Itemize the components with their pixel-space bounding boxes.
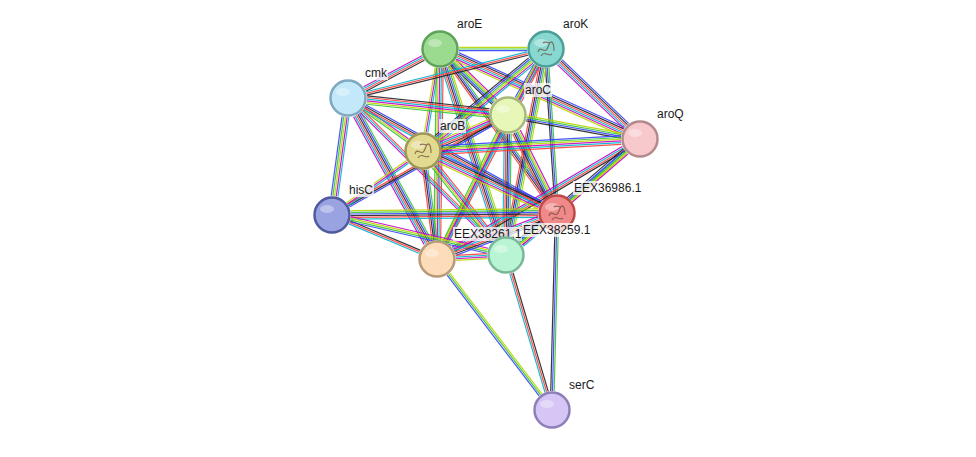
interaction-edge: [331, 116, 349, 196]
node-circle: [418, 240, 456, 278]
evidence-line: [452, 146, 622, 247]
interaction-edge: [551, 232, 558, 391]
evidence-line: [459, 47, 527, 48]
protein-node: hisC: [313, 196, 351, 234]
node-circle: [533, 391, 571, 429]
evidence-line: [331, 116, 342, 195]
node-circle: [329, 79, 367, 117]
evidence-line: [551, 232, 555, 391]
evidence-line: [459, 50, 527, 51]
node-label: EEX38259.1: [522, 223, 591, 237]
evidence-line: [456, 259, 487, 261]
node-circle: [421, 30, 459, 68]
node-label: hisC: [348, 183, 374, 197]
evidence-line: [561, 61, 628, 125]
evidence-line: [527, 119, 622, 136]
protein-node: aroQ: [621, 120, 659, 158]
interaction-edge: [459, 47, 527, 50]
interaction-edge: [557, 60, 628, 129]
evidence-line: [425, 170, 434, 240]
node-label: aroQ: [656, 107, 685, 121]
interaction-edge: [366, 96, 489, 117]
interaction-edge: [439, 119, 492, 146]
evidence-line: [520, 151, 625, 242]
evidence-line: [457, 58, 622, 132]
interaction-edge: [518, 149, 628, 245]
interaction-edge: [510, 273, 548, 393]
evidence-line: [453, 148, 623, 249]
evidence-line: [511, 273, 546, 392]
evidence-line: [347, 161, 407, 203]
evidence-line: [367, 101, 489, 114]
evidence-line: [333, 117, 344, 196]
interaction-edge: [347, 161, 409, 206]
node-label: aroK: [562, 17, 589, 31]
evidence-line: [447, 275, 539, 396]
evidence-line: [527, 118, 622, 135]
evidence-line: [458, 56, 623, 130]
evidence-line: [423, 170, 432, 240]
node-circle: [621, 120, 659, 158]
interaction-edge: [452, 146, 625, 251]
node-circle: [404, 132, 442, 170]
protein-node: aroB: [404, 132, 442, 170]
protein-node: EEX38259.1: [487, 236, 525, 274]
interaction-edge: [442, 136, 622, 154]
protein-node: cmk: [329, 79, 367, 117]
evidence-line: [527, 116, 622, 133]
evidence-line: [510, 274, 545, 393]
evidence-line: [440, 160, 540, 206]
evidence-line: [559, 63, 626, 127]
interaction-edge: [456, 254, 487, 261]
interaction-edge: [438, 155, 541, 209]
node-circle: [487, 236, 525, 274]
interaction-edge: [423, 170, 437, 241]
evidence-line: [560, 62, 627, 126]
evidence-line: [442, 138, 621, 148]
interaction-edge: [348, 123, 493, 207]
evidence-line: [521, 153, 626, 244]
node-circle: [313, 196, 351, 234]
interaction-edge: [526, 116, 622, 138]
protein-node: serC: [533, 391, 571, 429]
interaction-edge: [435, 58, 534, 142]
evidence-line: [449, 274, 541, 395]
evidence-line: [526, 121, 621, 138]
node-label: serC: [568, 378, 595, 392]
node-label: EEX36986.1: [573, 181, 642, 195]
evidence-line: [459, 48, 527, 49]
evidence-line: [557, 65, 624, 129]
node-label: aroC: [524, 83, 552, 97]
protein-node: EEX38261.1: [418, 240, 456, 278]
evidence-line: [513, 273, 548, 392]
node-label: aroE: [456, 17, 483, 31]
interaction-edge: [351, 209, 538, 219]
evidence-line: [351, 217, 538, 219]
node-circle: [527, 30, 565, 68]
evidence-line: [442, 136, 621, 146]
evidence-line: [367, 103, 489, 116]
node-circle: [489, 96, 527, 134]
protein-node: aroE: [421, 30, 459, 68]
evidence-line: [348, 162, 408, 204]
evidence-line: [562, 60, 629, 124]
protein-node: aroC: [489, 96, 527, 134]
node-label: cmk: [364, 66, 388, 80]
evidence-line: [349, 163, 409, 205]
interaction-edge: [364, 56, 425, 92]
protein-node: aroK: [527, 30, 565, 68]
node-label: aroB: [439, 119, 466, 133]
evidence-line: [519, 150, 624, 241]
